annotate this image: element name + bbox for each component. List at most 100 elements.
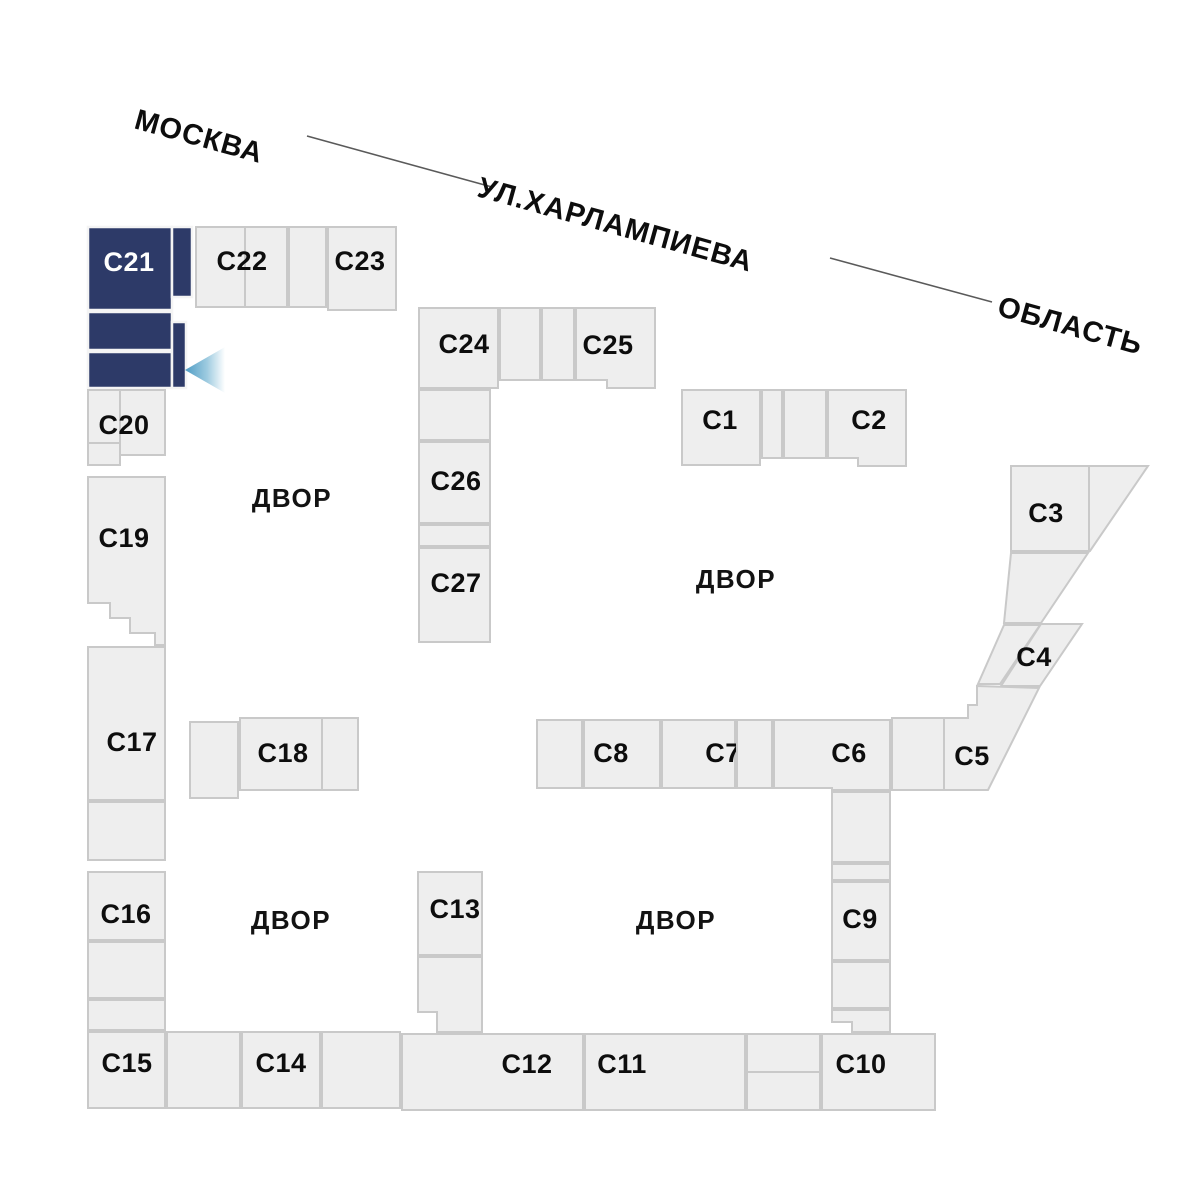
- yard-label-north-west: ДВОР: [252, 483, 332, 513]
- block-C18-body[interactable]: [239, 717, 359, 791]
- block-C21-part-a[interactable]: [86, 225, 174, 312]
- block-label-C26: C26: [430, 466, 481, 496]
- block-C7-body[interactable]: [661, 719, 736, 789]
- block-C19-body[interactable]: [87, 476, 166, 646]
- block-northeast-segment-b[interactable]: [783, 389, 827, 459]
- block-C23-body[interactable]: [327, 226, 397, 311]
- block-west-segment-a[interactable]: [87, 801, 166, 861]
- block-C1-body[interactable]: [681, 389, 761, 466]
- block-C2-body[interactable]: [827, 389, 907, 467]
- block-east-segment-b[interactable]: [943, 684, 1041, 791]
- block-C17-body[interactable]: [87, 646, 166, 801]
- block-C4-part-a[interactable]: [976, 624, 1042, 685]
- block-label-C23: C23: [334, 246, 385, 276]
- block-label-C1: C1: [702, 405, 738, 435]
- block-label-C5: C5: [954, 741, 990, 771]
- block-label-C2: C2: [851, 405, 887, 435]
- block-label-C22: C22: [216, 246, 267, 276]
- block-south-segment-b[interactable]: [321, 1031, 401, 1109]
- block-group-north-west: C21 C22 C23: [86, 225, 397, 390]
- block-northeast-segment-a[interactable]: [761, 389, 783, 459]
- pointer-marker-triangle-icon[interactable]: [185, 347, 225, 393]
- block-C27-body[interactable]: [418, 547, 491, 643]
- block-C9-segment-lower[interactable]: [831, 961, 891, 1009]
- block-C12-body[interactable]: [401, 1033, 584, 1111]
- block-group-east-wing: C3 C4: [943, 465, 1150, 791]
- yard-label-south-east: ДВОР: [636, 905, 716, 935]
- block-C21-part-e[interactable]: [170, 320, 188, 390]
- block-label-C10: C10: [835, 1049, 886, 1079]
- block-central-segment-a[interactable]: [499, 307, 541, 381]
- block-C13-foot[interactable]: [417, 956, 483, 1033]
- block-label-C24: C24: [438, 329, 489, 359]
- yard-label-south-west: ДВОР: [251, 905, 331, 935]
- block-group-west-column: C20 C19 C17 C16: [87, 389, 166, 1031]
- block-label-C14: C14: [255, 1048, 306, 1078]
- block-south-segment-a[interactable]: [166, 1031, 241, 1109]
- yard-labels: ДВОР ДВОР ДВОР ДВОР: [251, 483, 776, 935]
- block-C26-segment-top[interactable]: [418, 389, 491, 441]
- block-label-C8: C8: [593, 738, 629, 768]
- block-C21-part-c[interactable]: [86, 310, 174, 352]
- block-west-segment-c[interactable]: [87, 999, 166, 1031]
- block-C4-part-b[interactable]: [999, 623, 1084, 687]
- block-label-C27: C27: [430, 568, 481, 598]
- street-leader-line-right: [829, 257, 993, 303]
- street-label-kharlampieva: УЛ.ХАРЛАМПИЕВА: [474, 172, 756, 279]
- yard-label-north-east: ДВОР: [696, 564, 776, 594]
- block-C24-body[interactable]: [418, 307, 499, 389]
- block-west-segment-b[interactable]: [87, 941, 166, 999]
- block-C22-body[interactable]: [195, 226, 288, 308]
- block-label-C7: C7: [705, 738, 741, 768]
- block-C9-segment-divider[interactable]: [831, 863, 891, 881]
- block-label-C9: C9: [842, 904, 878, 934]
- street-label-oblast: ОБЛАСТЬ: [994, 291, 1146, 362]
- block-C22-annex[interactable]: [288, 226, 327, 308]
- block-C9-segment-top[interactable]: [831, 791, 891, 863]
- block-label-C16: C16: [100, 899, 151, 929]
- block-east-segment-a[interactable]: [1002, 552, 1090, 624]
- block-C6-body[interactable]: [773, 719, 891, 791]
- block-group-C18: C18: [189, 717, 359, 799]
- block-C10-body[interactable]: [821, 1033, 936, 1111]
- block-C21-part-d[interactable]: [86, 350, 174, 390]
- block-C9-segment-foot[interactable]: [831, 1009, 891, 1033]
- block-group-C9: C9: [831, 791, 891, 1033]
- block-label-C13: C13: [429, 894, 480, 924]
- block-C8-body[interactable]: [583, 719, 661, 789]
- block-group-north-east: C1 C2: [681, 389, 907, 467]
- block-C21-part-b[interactable]: [170, 225, 194, 299]
- block-middle-segment-b[interactable]: [736, 719, 773, 789]
- block-middle-segment-a[interactable]: [536, 719, 583, 789]
- block-group-south-row: C15 C14 C12 C11 C10: [87, 1031, 936, 1111]
- block-C16-body[interactable]: [87, 871, 166, 941]
- block-label-C19: C19: [98, 523, 149, 553]
- block-label-C11: C11: [597, 1049, 647, 1079]
- block-label-C25: C25: [582, 330, 633, 360]
- block-C15-body[interactable]: [87, 1031, 166, 1109]
- street-leader-line-left: [306, 135, 493, 188]
- block-C13-body[interactable]: [417, 871, 483, 956]
- block-label-C21: C21: [103, 247, 154, 277]
- block-C11-body[interactable]: [584, 1033, 746, 1111]
- block-label-C17: C17: [106, 727, 157, 757]
- block-group-C13: C13: [417, 871, 483, 1033]
- block-group-central: C24 C25 C26 C27: [418, 307, 656, 643]
- block-label-C12: C12: [501, 1049, 552, 1079]
- block-C27-segment-top[interactable]: [418, 524, 491, 547]
- block-label-C15: C15: [101, 1048, 152, 1078]
- block-label-C4: C4: [1016, 642, 1052, 672]
- block-C18-annex-left[interactable]: [189, 721, 239, 799]
- block-C9-body[interactable]: [831, 881, 891, 961]
- block-C26-body[interactable]: [418, 441, 491, 524]
- street-label-moskva: МОСКВА: [131, 104, 267, 170]
- block-label-C6: C6: [831, 738, 867, 768]
- block-label-C18: C18: [257, 738, 308, 768]
- block-C5-body[interactable]: [891, 717, 945, 791]
- block-central-segment-b[interactable]: [541, 307, 575, 381]
- pointer-marker[interactable]: [185, 347, 225, 393]
- block-C14-body[interactable]: [241, 1031, 321, 1109]
- block-C25-body[interactable]: [575, 307, 656, 389]
